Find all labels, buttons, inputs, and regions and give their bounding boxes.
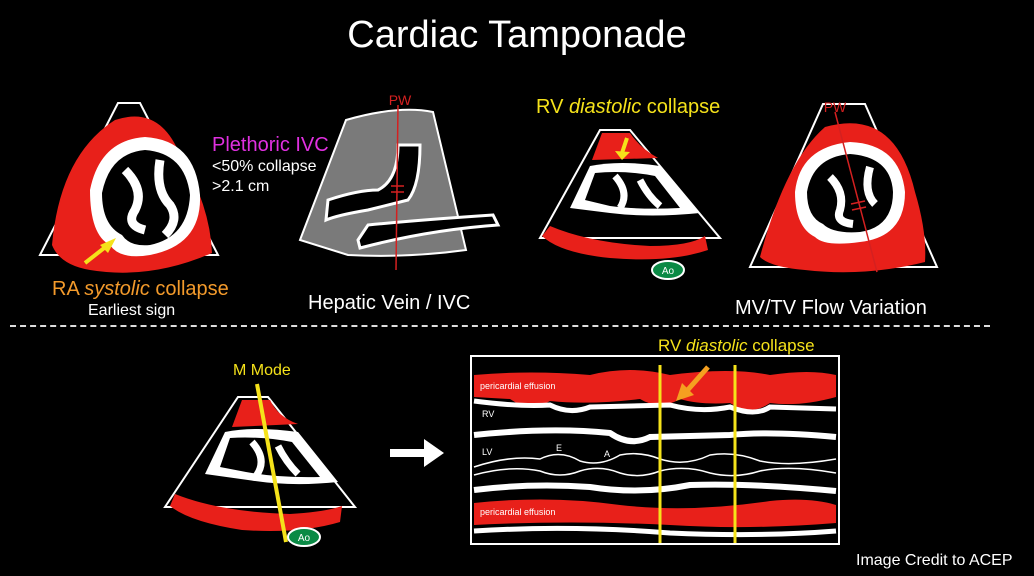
- e-wave-label: E: [556, 443, 562, 453]
- section-divider: [10, 325, 990, 327]
- ivc-caption: Hepatic Vein / IVC: [308, 292, 471, 314]
- ivc-pw-label: PW: [389, 92, 412, 108]
- ra-heart-diagram: [38, 102, 220, 273]
- right-arrow-icon: [390, 439, 444, 467]
- ivc-line1: <50% collapse: [212, 158, 317, 175]
- rv-collapse-label: RV diastolic collapse: [536, 96, 721, 118]
- mmode-ao-label: Ao: [298, 533, 311, 544]
- image-credit: Image Credit to ACEP: [856, 552, 1013, 569]
- effusion-top-label: pericardial effusion: [480, 381, 555, 391]
- mv-heart-diagram: PW: [748, 99, 939, 273]
- mmode-label: M Mode: [233, 362, 291, 379]
- ivc-heading: Plethoric IVC: [212, 134, 329, 156]
- lv-trace-label: LV: [482, 447, 492, 457]
- rv-heart-diagram: Ao: [538, 129, 723, 280]
- effusion-bottom-label: pericardial effusion: [480, 507, 555, 517]
- a-wave-label: A: [604, 449, 610, 459]
- mv-pw-label: PW: [824, 99, 847, 115]
- ra-collapse-label: RA systolic collapse: [52, 278, 229, 300]
- rv-ao-label: Ao: [662, 266, 675, 277]
- ra-sublabel: Earliest sign: [88, 302, 176, 319]
- tracing-rv-collapse-label: RV diastolic collapse: [658, 336, 815, 355]
- ivc-doppler-diagram: PW: [298, 92, 501, 271]
- mmode-heart-diagram: Ao: [163, 383, 358, 547]
- mmode-tracing: pericardial effusion RV LV E A pericardi…: [470, 355, 840, 545]
- mv-caption: MV/TV Flow Variation: [735, 297, 927, 319]
- ivc-line2: >2.1 cm: [212, 178, 270, 195]
- rv-trace-label: RV: [482, 409, 494, 419]
- page-title: Cardiac Tamponade: [347, 14, 687, 56]
